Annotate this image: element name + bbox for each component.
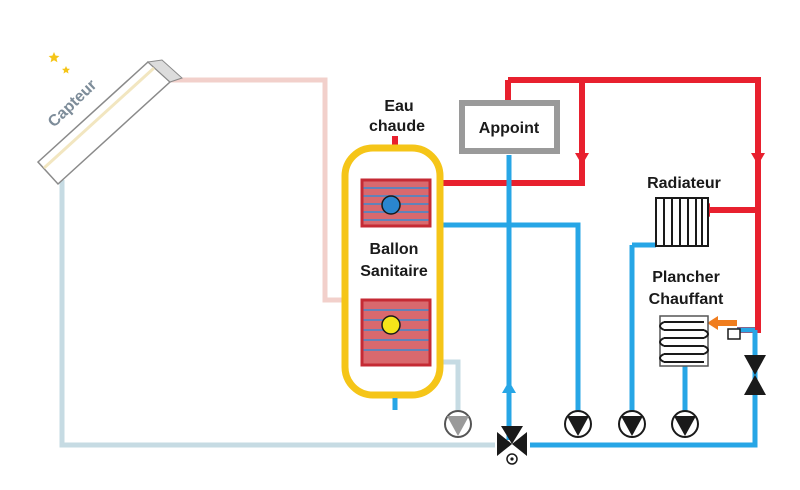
- solar-hot-pipe: [168, 77, 345, 303]
- solar-pump-icon: [444, 410, 472, 438]
- lower-sensor-icon: [381, 315, 401, 335]
- appoint-box: [459, 100, 560, 154]
- pump-icon-1: [564, 410, 592, 438]
- upper-sensor-icon: [381, 195, 401, 215]
- plancher-label-line2: Chauffant: [649, 291, 724, 308]
- moon-stars-icon: [37, 52, 70, 83]
- three-way-valve-icon: [497, 426, 527, 465]
- pump-icon-2: [618, 410, 646, 438]
- lower-heat-exchanger: [360, 298, 432, 367]
- ballon-label-line2: Sanitaire: [360, 263, 428, 280]
- eau-chaude-label-line1: Eau: [384, 98, 413, 115]
- solar-collector-icon: [36, 59, 183, 186]
- pump-icon-3: [671, 410, 699, 438]
- eau-chaude-label-line2: chaude: [369, 118, 425, 135]
- radiator-icon: [655, 197, 709, 247]
- upper-heat-exchanger: [360, 178, 432, 228]
- radiateur-label: Radiateur: [647, 175, 721, 192]
- ballon-label-line1: Ballon: [370, 241, 419, 258]
- blue-flow-arrow: [502, 381, 516, 393]
- orange-arrow: [707, 316, 718, 330]
- appoint-label: Appoint: [479, 120, 540, 137]
- floor-heating-icon: [659, 315, 709, 367]
- bypass-valve-icon: [727, 328, 766, 395]
- plancher-label-line1: Plancher: [652, 269, 720, 286]
